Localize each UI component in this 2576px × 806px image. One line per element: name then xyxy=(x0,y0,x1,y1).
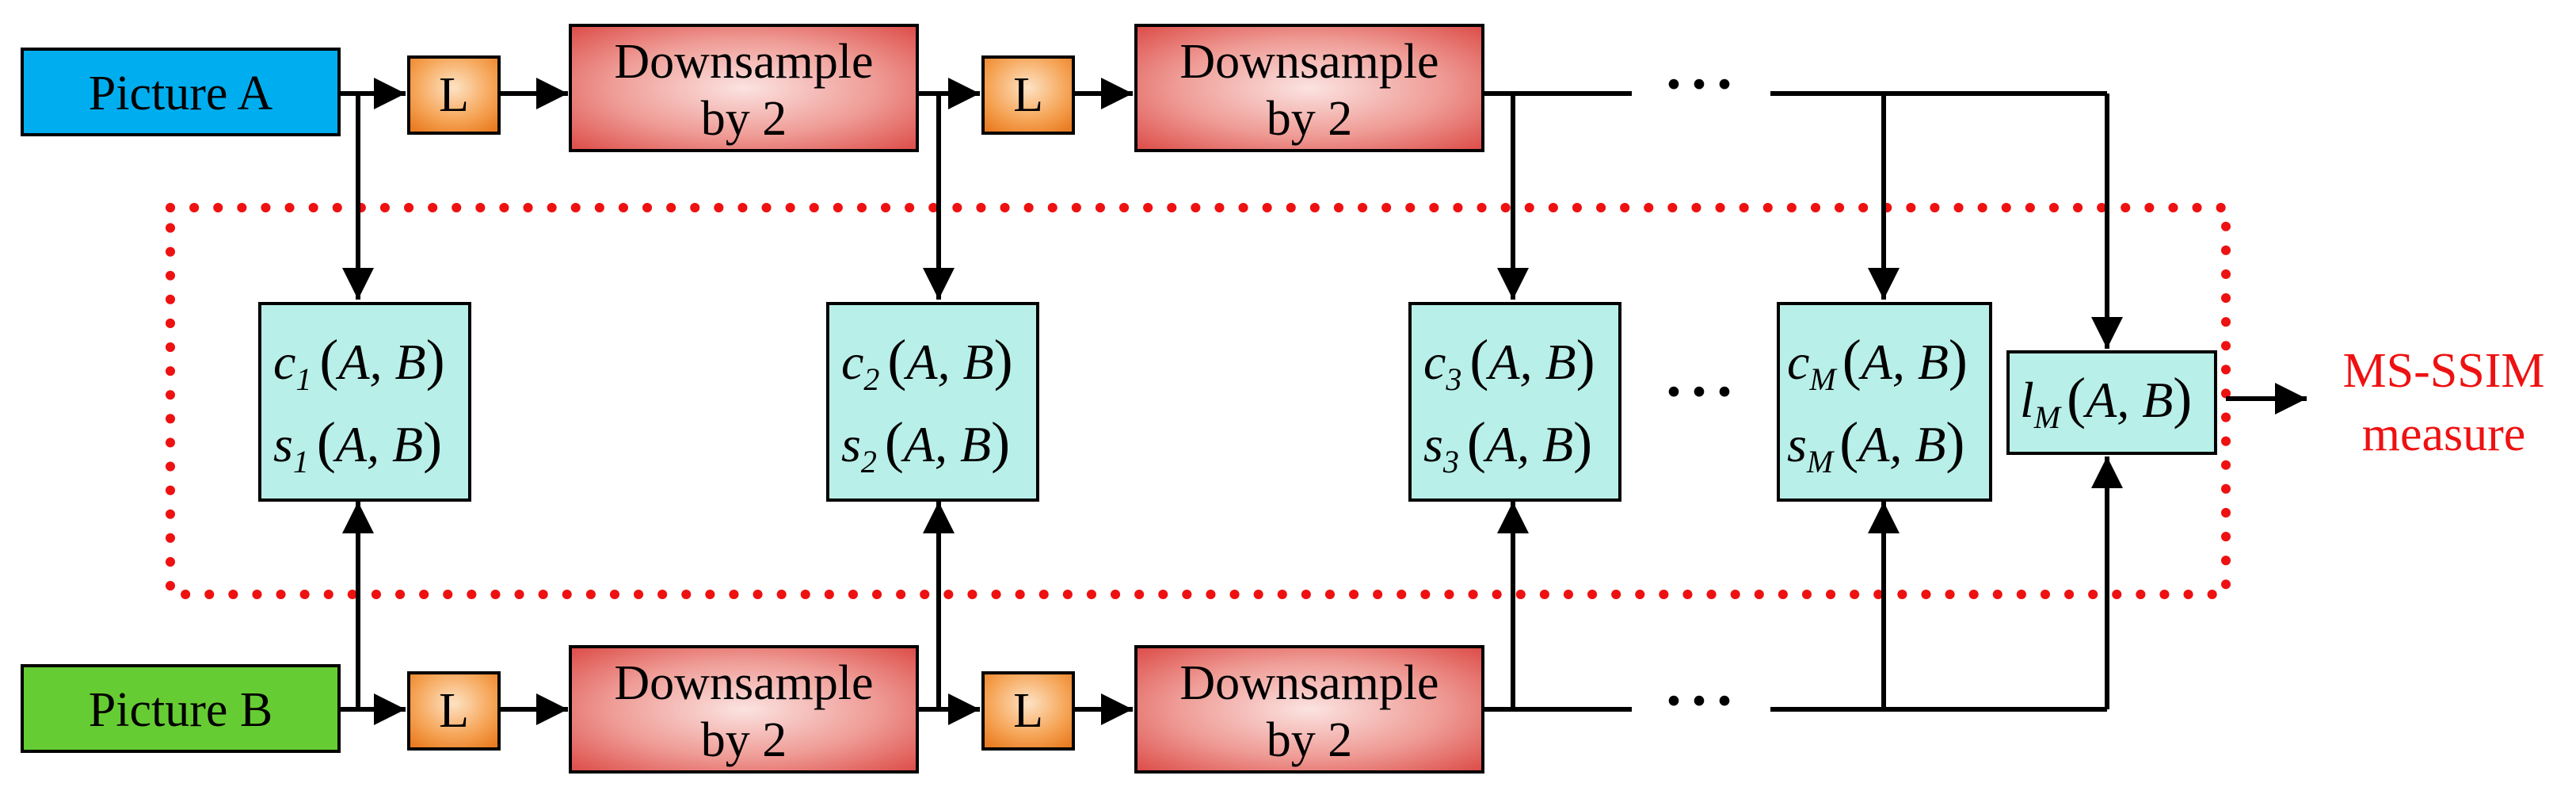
picture-a-node: Picture A xyxy=(21,48,341,136)
dotted-region-border xyxy=(166,203,2231,599)
lowpass-label: L xyxy=(1013,684,1043,738)
downsample-label-line2: by 2 xyxy=(1267,92,1353,146)
svg-text:s1(A, B): s1(A, B) xyxy=(273,411,442,479)
picture-b-label: Picture B xyxy=(89,683,272,737)
downsample-label-line1: Downsample xyxy=(614,35,873,89)
downsample-label-line2: by 2 xyxy=(701,92,787,146)
lowpass-node-top-1: L xyxy=(407,55,501,135)
ellipsis-top: ··· xyxy=(1663,49,1740,118)
contrast-symbol: c xyxy=(1787,334,1809,390)
luminance-box: lM(A, B) xyxy=(2006,350,2217,455)
contrast-args: A, B xyxy=(903,334,993,390)
scale-box-2: c2(A, B) s2(A, B) xyxy=(826,302,1039,502)
svg-text:cM(A, B): cM(A, B) xyxy=(1787,328,1968,397)
structure-symbol: s xyxy=(1423,416,1443,472)
ellipsis-middle: ··· xyxy=(1663,357,1740,426)
downsample-label-line2: by 2 xyxy=(1267,713,1353,767)
contrast-subscript: 1 xyxy=(295,361,311,397)
contrast-args: A, B xyxy=(1858,334,1949,390)
downsample-node-top-1: Downsample by 2 xyxy=(569,24,919,152)
contrast-symbol: c xyxy=(841,334,863,390)
structure-symbol: s xyxy=(273,416,293,472)
structure-symbol: s xyxy=(841,416,861,472)
picture-b-node: Picture B xyxy=(21,664,341,753)
lowpass-node-top-2: L xyxy=(981,55,1075,135)
contrast-symbol: c xyxy=(273,334,295,390)
lowpass-label: L xyxy=(1013,68,1043,122)
contrast-args: A, B xyxy=(335,334,425,390)
structure-args: A, B xyxy=(333,416,423,472)
output-label-line1: MS-SSIM xyxy=(2343,344,2545,398)
structure-subscript: 2 xyxy=(861,444,877,479)
svg-text:c3(A, B): c3(A, B) xyxy=(1423,328,1595,397)
lowpass-label: L xyxy=(439,684,469,738)
contrast-subscript: 3 xyxy=(1445,361,1461,397)
svg-text:c1(A, B): c1(A, B) xyxy=(273,328,445,397)
downsample-label-line1: Downsample xyxy=(1179,35,1439,89)
structure-args: A, B xyxy=(1855,416,1945,472)
lowpass-label: L xyxy=(439,68,469,122)
downsample-node-bottom-2: Downsample by 2 xyxy=(1134,645,1484,774)
structure-subscript: 1 xyxy=(293,444,309,479)
structure-subscript: M xyxy=(1806,444,1835,479)
contrast-symbol: c xyxy=(1423,334,1446,390)
picture-a-label: Picture A xyxy=(89,67,273,120)
downsample-label-line1: Downsample xyxy=(1179,656,1439,710)
downsample-label-line1: Downsample xyxy=(614,656,873,710)
svg-text:c2(A, B): c2(A, B) xyxy=(841,328,1013,397)
lowpass-node-bottom-2: L xyxy=(981,671,1075,751)
structure-args: A, B xyxy=(1483,416,1573,472)
contrast-args: A, B xyxy=(1485,334,1576,390)
contrast-subscript: 2 xyxy=(863,361,879,397)
luminance-symbol: l xyxy=(2020,372,2034,428)
top-row-connectors xyxy=(339,78,2123,349)
output-label-line2: measure xyxy=(2362,407,2526,461)
structure-symbol: s xyxy=(1787,416,1807,472)
lowpass-node-bottom-1: L xyxy=(407,671,501,751)
svg-text:s2(A, B): s2(A, B) xyxy=(841,411,1010,479)
svg-text:lM(A, B): lM(A, B) xyxy=(2020,366,2192,435)
scale-box-m: cM(A, B) sM(A, B) xyxy=(1777,302,1992,502)
scale-box-1: c1(A, B) s1(A, B) xyxy=(258,302,471,502)
svg-text:sM(A, B): sM(A, B) xyxy=(1787,411,1964,479)
contrast-subscript: M xyxy=(1808,361,1838,397)
downsample-label-line2: by 2 xyxy=(701,713,787,767)
structure-args: A, B xyxy=(901,416,991,472)
structure-subscript: 3 xyxy=(1442,444,1459,479)
ellipsis-bottom: ··· xyxy=(1663,666,1740,735)
svg-text:s3(A, B): s3(A, B) xyxy=(1423,411,1592,479)
downsample-node-bottom-1: Downsample by 2 xyxy=(569,645,919,774)
luminance-subscript: M xyxy=(2033,399,2063,435)
bottom-row-connectors xyxy=(339,456,2123,725)
luminance-args: A, B xyxy=(2083,372,2173,428)
downsample-node-top-2: Downsample by 2 xyxy=(1134,24,1484,152)
scale-box-3: c3(A, B) s3(A, B) xyxy=(1408,302,1621,502)
